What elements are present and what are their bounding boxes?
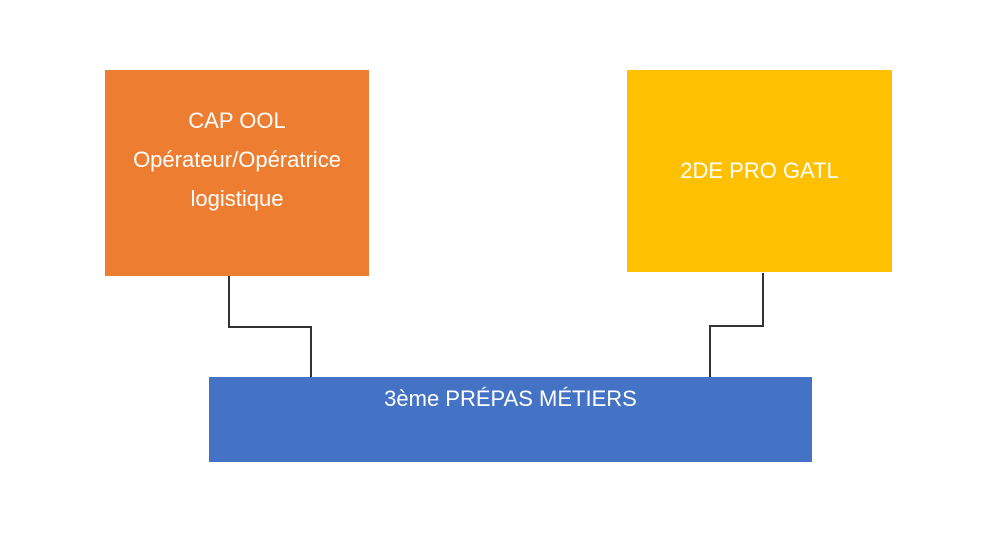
connector-cap-ool-to-prepas (228, 276, 312, 377)
node-cap-ool-label-line3: logistique (190, 185, 284, 211)
node-cap-ool: CAP OOL Opérateur/Opératrice logistique (105, 70, 369, 276)
node-2de-pro-gatl: 2DE PRO GATL (627, 70, 892, 272)
connector-pro-gatl-to-prepas (709, 273, 764, 377)
node-cap-ool-label-line1: CAP OOL (188, 107, 286, 133)
node-cap-ool-label-line2: Opérateur/Opératrice (133, 146, 341, 172)
node-3eme-prepas-metiers: 3ème PRÉPAS MÉTIERS (209, 377, 812, 462)
node-3eme-prepas-metiers-label: 3ème PRÉPAS MÉTIERS (384, 386, 637, 411)
node-2de-pro-gatl-label: 2DE PRO GATL (680, 158, 839, 183)
